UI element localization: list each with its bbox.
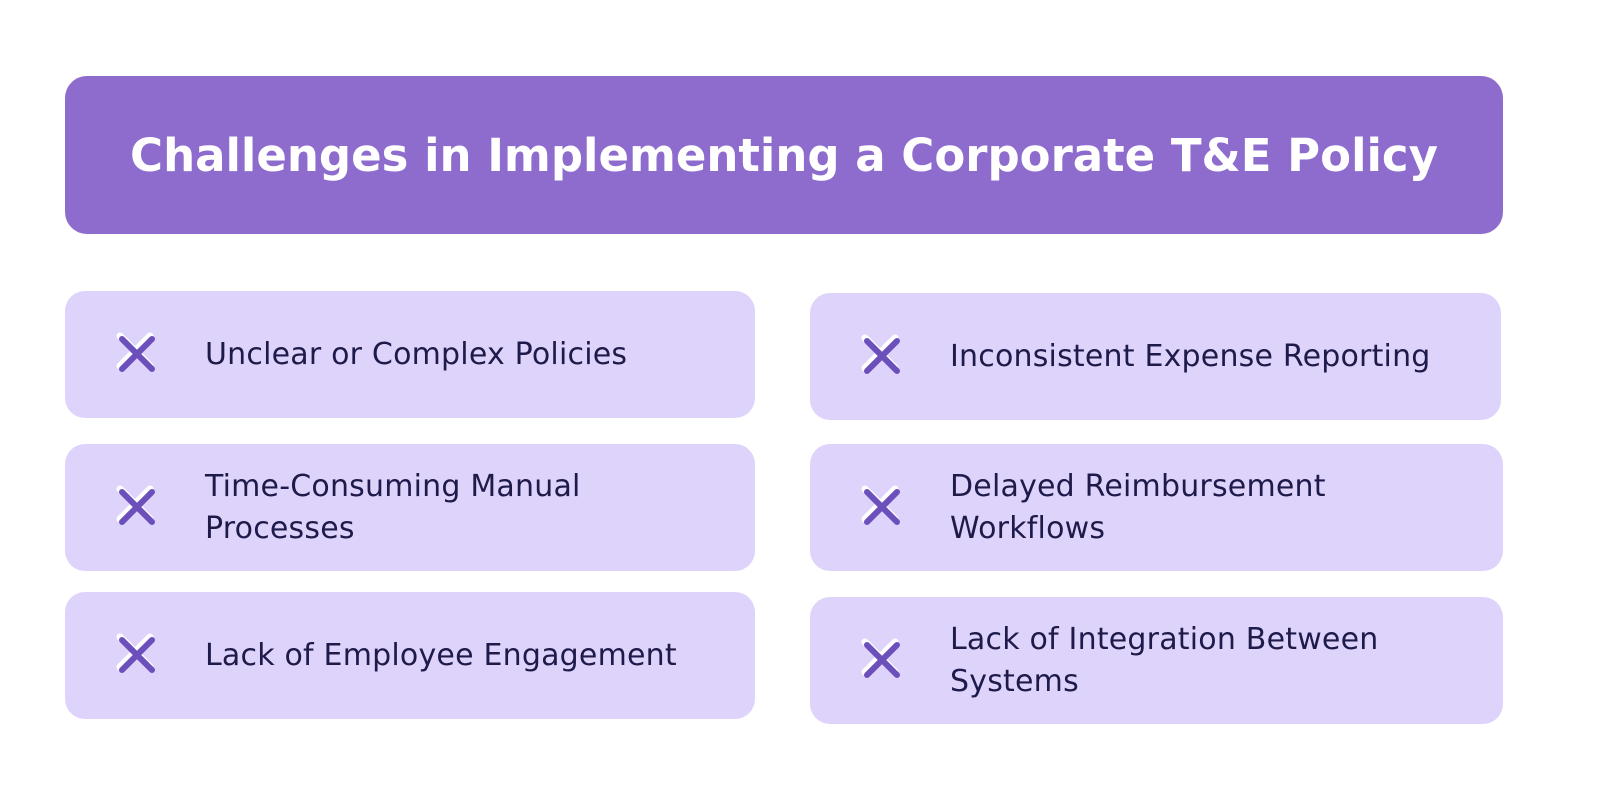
challenge-card-inconsistent-reporting: Inconsistent Expense Reporting [810,293,1501,420]
challenge-label: Lack of Integration Between Systems [950,621,1379,699]
challenge-card-delayed-reimbursement: Delayed Reimbursement Workflows [810,444,1503,571]
challenge-card-employee-engagement: Lack of Employee Engagement [65,592,755,719]
challenge-label: Inconsistent Expense Reporting [950,338,1431,374]
close-x-icon [857,637,905,685]
challenge-card-unclear-policies: Unclear or Complex Policies [65,291,755,418]
page-title: Challenges in Implementing a Corporate T… [130,128,1438,182]
challenge-label: Lack of Employee Engagement [205,637,677,673]
close-x-icon [857,333,905,381]
challenge-card-system-integration: Lack of Integration Between Systems [810,597,1503,724]
challenge-card-manual-processes: Time-Consuming Manual Processes [65,444,755,571]
close-x-icon [112,331,160,379]
title-banner: Challenges in Implementing a Corporate T… [65,76,1503,234]
close-x-icon [112,632,160,680]
close-x-icon [857,484,905,532]
challenge-label: Delayed Reimbursement Workflows [950,468,1326,546]
challenge-label: Time-Consuming Manual Processes [205,468,581,546]
close-x-icon [112,484,160,532]
challenge-label: Unclear or Complex Policies [205,336,628,372]
